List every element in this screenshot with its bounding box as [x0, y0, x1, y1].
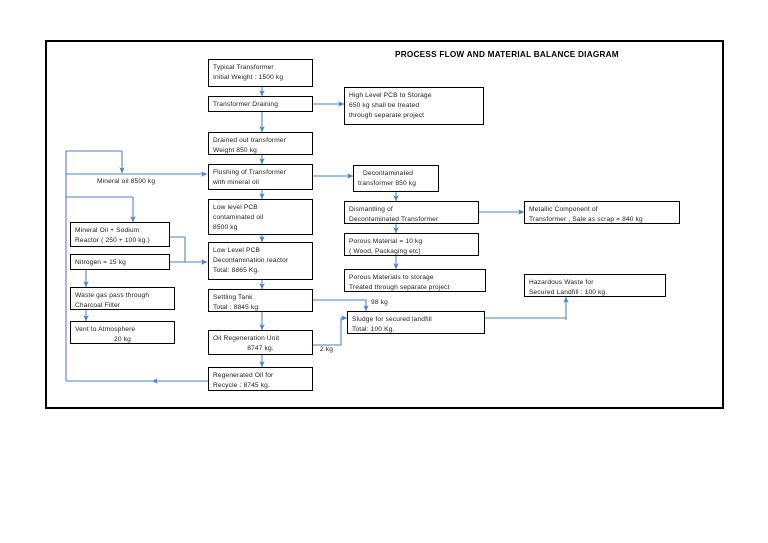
- node-typical-transformer[interactable]: Typical Transformer Initial Weight : 150…: [208, 59, 313, 87]
- high-level-pcb-line1: High Level PCB to Storage: [349, 92, 432, 99]
- porous-storage-line2: Treated through separate project: [349, 284, 450, 292]
- porous-material-line1: Porous Material = 10 kg: [349, 238, 423, 245]
- node-drained-out-transformer[interactable]: Drained out transformer Weight 850 kg: [208, 132, 313, 155]
- dismantling-line2: Decontaminated Transformer: [349, 216, 439, 224]
- regenerated-line2: Recycle : 8745 kg.: [213, 382, 270, 390]
- transformer-draining-line1: Transformer Draining: [213, 101, 279, 108]
- porous-storage-line1: Porous Materials to storage: [349, 274, 434, 281]
- drained-out-line1: Drained out transformer: [213, 137, 287, 144]
- pcb-reactor-line3: Total: 8865 Kg.: [213, 267, 260, 275]
- node-porous-to-storage[interactable]: Porous Materials to storage Treated thro…: [344, 269, 486, 292]
- drained-out-line2: Weight 850 kg: [213, 147, 257, 155]
- sludge-line1: Sludge for secured landfill: [352, 316, 432, 323]
- node-nitrogen[interactable]: Nitrogen = 15 kg: [70, 254, 170, 270]
- node-mineral-oil-sodium-reactor[interactable]: Mineral Oil + Sodium Reactor ( 250 + 100…: [70, 222, 170, 247]
- oil-regen-line1: Oil Regeneration Unit: [213, 335, 280, 342]
- decontaminated-line2: transformer 850 kg: [358, 180, 417, 188]
- decontaminated-line1: Decontaminated: [363, 170, 414, 177]
- metallic-line1: Metallic Component of: [529, 206, 598, 213]
- typical-transformer-line2: Initial Weight : 1500 kg: [213, 74, 284, 82]
- mineral-sodium-line2: Reactor ( 250 + 100 kg.): [75, 237, 150, 245]
- hazardous-line1: Hazardous Waste for: [529, 279, 594, 286]
- node-sludge-secured-landfill[interactable]: Sludge for secured landfill Total: 100 K…: [347, 311, 485, 334]
- flushing-line2: with mineral oil: [213, 179, 260, 187]
- mineral-sodium-line1: Mineral Oil + Sodium: [75, 227, 140, 234]
- low-level-oil-line2: contaminated oil: [213, 214, 264, 222]
- node-transformer-draining[interactable]: Transformer Draining: [208, 96, 313, 112]
- node-high-level-pcb-storage[interactable]: High Level PCB to Storage 650 kg shall b…: [344, 87, 484, 125]
- flushing-line1: Flushing of Transformer: [213, 169, 287, 176]
- node-low-level-pcb-reactor[interactable]: Low Level PCB Decontamination reactor To…: [208, 242, 313, 280]
- diagram-title: PROCESS FLOW AND MATERIAL BALANCE DIAGRA…: [395, 50, 619, 59]
- vent-line2: 20 kg: [114, 336, 131, 344]
- node-settling-tank[interactable]: Settling Tank Total : 8845 kg: [208, 289, 313, 312]
- vent-line1: Vent to Atmosphere: [75, 326, 136, 333]
- node-oil-regeneration-unit[interactable]: Oil Regeneration Unit 8747 kg.: [208, 330, 313, 355]
- node-porous-material[interactable]: Porous Material = 10 kg ( Wood, Packagin…: [344, 233, 479, 256]
- settling-tank-line1: Settling Tank: [213, 294, 253, 301]
- node-waste-gas-charcoal-filter[interactable]: Waste gas pass through Charcoal Filter: [70, 287, 175, 310]
- oil-regen-line2: 8747 kg.: [247, 345, 274, 353]
- waste-gas-line1: Waste gas pass through: [75, 292, 150, 299]
- pcb-reactor-line2: Decontamination reactor: [213, 257, 289, 265]
- hazardous-line2: Secured Landfill : 100 kg.: [529, 289, 608, 297]
- edge-label-bleed-stream: 2 kg: [320, 346, 334, 353]
- node-decontaminated-transformer[interactable]: Decontaminated transformer 850 kg: [353, 165, 439, 192]
- low-level-oil-line3: 8500 kg: [213, 224, 238, 232]
- low-level-oil-line1: Low level PCB: [213, 204, 258, 211]
- node-metallic-component[interactable]: Metallic Component of Transformer , Sale…: [524, 201, 680, 224]
- metallic-line2: Transformer , Sale as scrap = 840 kg: [529, 216, 643, 224]
- edge-label-mineral-oil-stream: Mineral oil 8500 kg: [97, 178, 156, 185]
- node-vent-to-atmosphere[interactable]: Vent to Atmosphere 20 kg: [70, 321, 175, 344]
- node-low-level-pcb-oil[interactable]: Low level PCB contaminated oil 8500 kg: [208, 199, 313, 235]
- regenerated-line1: Regenerated Oil for: [213, 372, 274, 379]
- nitrogen-line1: Nitrogen = 15 kg: [75, 259, 126, 266]
- node-dismantling-decontaminated-transformer[interactable]: Dismantling of Decontaminated Transforme…: [344, 201, 479, 224]
- porous-material-line2: ( Wood, Packaging etc): [349, 248, 421, 256]
- high-level-pcb-line3: through separate project: [349, 112, 425, 120]
- node-hazardous-waste[interactable]: Hazardous Waste for Secured Landfill : 1…: [524, 274, 666, 297]
- settling-tank-line2: Total : 8845 kg: [213, 304, 259, 312]
- node-regenerated-oil-recycle[interactable]: Regenerated Oil for Recycle : 8745 kg.: [208, 367, 313, 391]
- dismantling-line1: Dismantling of: [349, 206, 393, 213]
- node-flushing-of-transformer[interactable]: Flushing of Transformer with mineral oil: [208, 164, 313, 190]
- waste-gas-line2: Charcoal Filter: [75, 302, 121, 310]
- sludge-line2: Total: 100 Kg.: [352, 326, 395, 334]
- edge-label-sludge-stream: 98 kg: [371, 299, 388, 306]
- high-level-pcb-line2: 650 kg shall be treated: [349, 102, 420, 110]
- pcb-reactor-line1: Low Level PCB: [213, 247, 261, 254]
- typical-transformer-line1: Typical Transformer: [213, 64, 274, 71]
